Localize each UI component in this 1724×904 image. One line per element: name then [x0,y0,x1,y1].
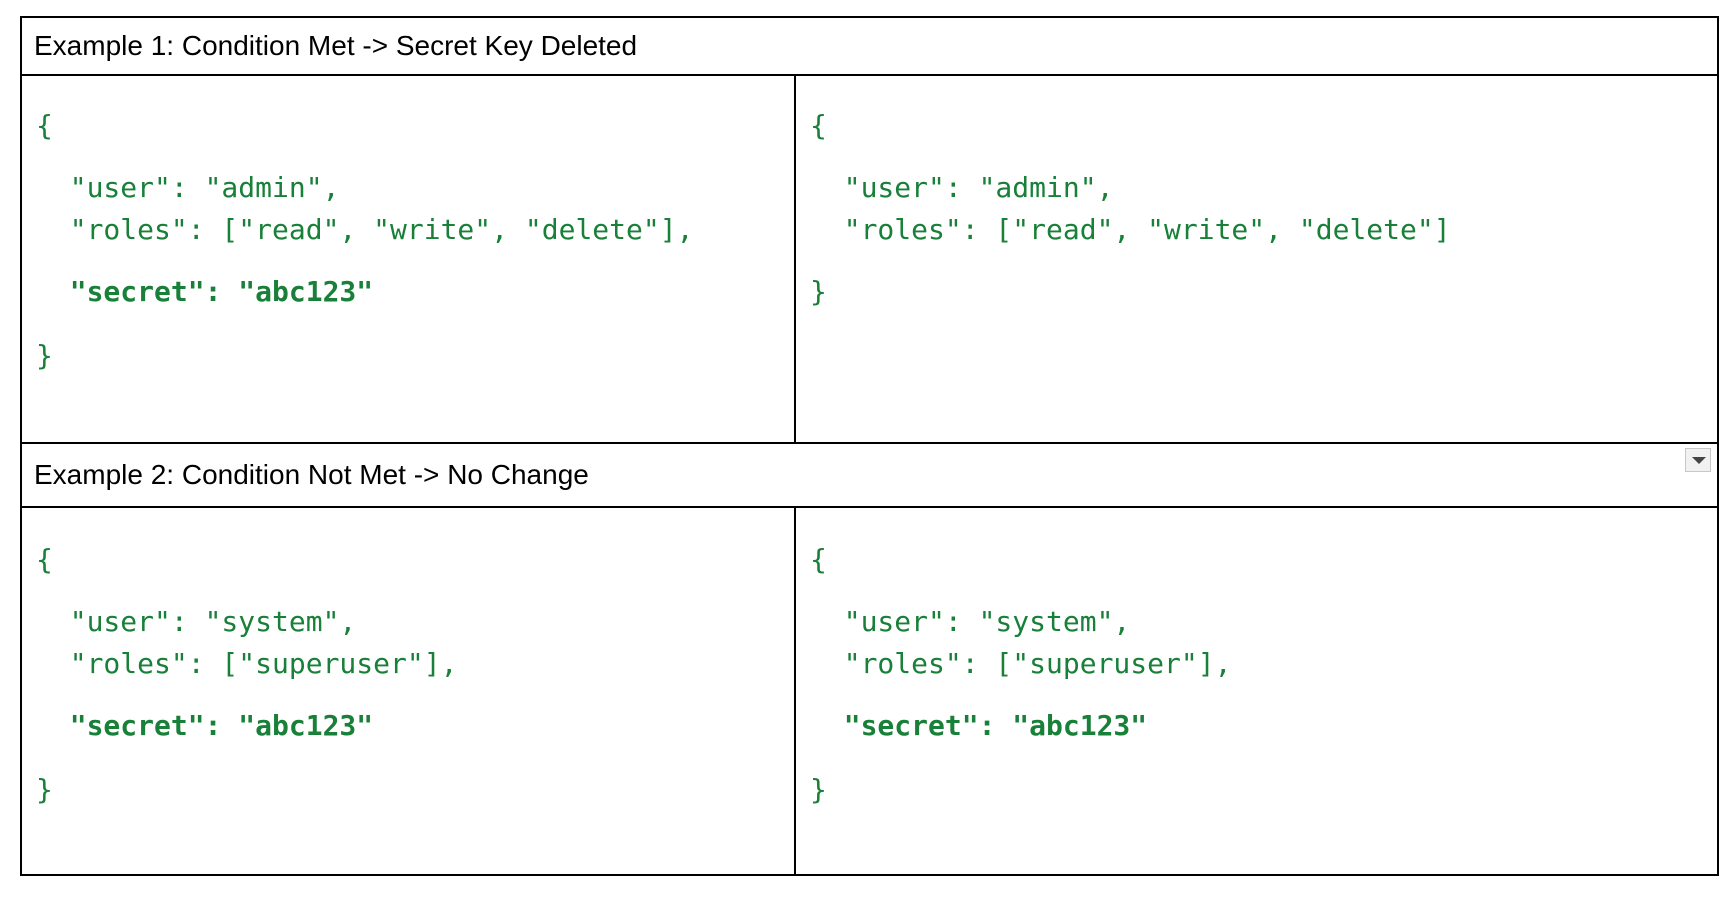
code-user-line: "user": "system", [36,605,357,638]
code-roles-line: "roles": ["superuser"], [810,647,1232,680]
code-open-brace: { [36,543,53,576]
row-menu-dropdown-button[interactable] [1685,448,1711,472]
example1-content-row: { "user": "admin", "roles": ["read", "wr… [20,74,1719,444]
example1-input-cell[interactable]: { "user": "admin", "roles": ["read", "wr… [20,74,796,444]
code-open-brace: { [810,109,827,142]
example2-title: Example 2: Condition Not Met -> No Chang… [34,459,589,490]
code-close-brace: } [36,773,53,806]
example1-title: Example 1: Condition Met -> Secret Key D… [34,30,638,61]
code-secret-line: "secret": "abc123" [36,709,374,742]
code-roles-line: "roles": ["superuser"], [36,647,458,680]
example2-input-cell[interactable]: { "user": "system", "roles": ["superuser… [20,506,796,876]
example1-header-cell[interactable]: Example 1: Condition Met -> Secret Key D… [20,16,1719,76]
code-user-line: "user": "admin", [36,171,340,204]
code-open-brace: { [36,109,53,142]
code-close-brace: } [36,339,53,372]
code-user-line: "user": "admin", [810,171,1114,204]
code-roles-line: "roles": ["read", "write", "delete"], [36,213,694,246]
chevron-down-icon [1692,457,1706,464]
example1-header-row: Example 1: Condition Met -> Secret Key D… [20,16,1719,76]
example1-input-code: { "user": "admin", "roles": ["read", "wr… [22,76,794,372]
code-open-brace: { [810,543,827,576]
example1-output-code: { "user": "admin", "roles": ["read", "wr… [796,76,1717,308]
code-secret-line: "secret": "abc123" [36,275,374,308]
example2-header-cell[interactable]: Example 2: Condition Not Met -> No Chang… [20,442,1719,508]
example2-output-code: { "user": "system", "roles": ["superuser… [796,508,1717,806]
example1-output-cell[interactable]: { "user": "admin", "roles": ["read", "wr… [794,74,1719,444]
examples-table: Example 1: Condition Met -> Secret Key D… [20,16,1719,876]
example2-input-code: { "user": "system", "roles": ["superuser… [22,508,794,806]
code-secret-line: "secret": "abc123" [810,709,1148,742]
example2-output-cell[interactable]: { "user": "system", "roles": ["superuser… [794,506,1719,876]
code-close-brace: } [810,773,827,806]
code-user-line: "user": "system", [810,605,1131,638]
code-close-brace: } [810,275,827,308]
example2-content-row: { "user": "system", "roles": ["superuser… [20,506,1719,876]
example2-header-row: Example 2: Condition Not Met -> No Chang… [20,442,1719,508]
code-roles-line: "roles": ["read", "write", "delete"] [810,213,1451,246]
